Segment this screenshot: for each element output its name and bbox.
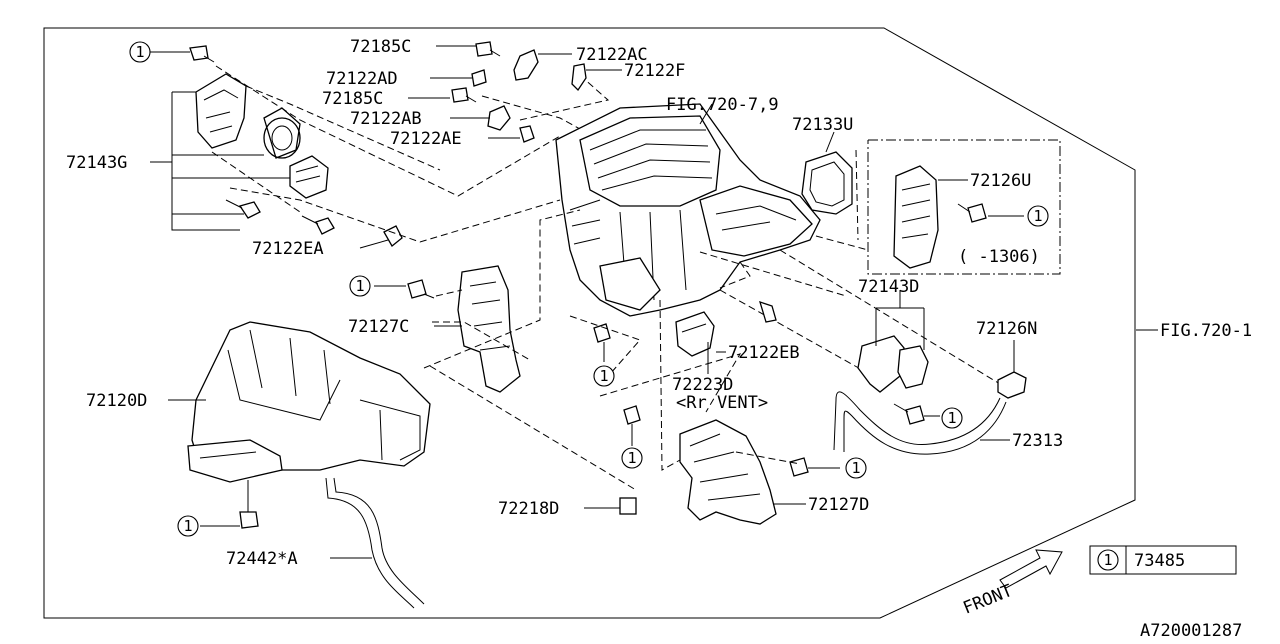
part-72120d-case (168, 321, 431, 483)
label-rr-vent: <Rr VENT> (676, 393, 768, 413)
label-72122eb[interactable]: 72122EB (728, 343, 800, 363)
ref-marker: 1 (177, 515, 199, 537)
part-72133u-seal (801, 131, 853, 215)
label-72126n[interactable]: 72126N (976, 319, 1037, 339)
svg-text:1: 1 (1033, 207, 1042, 225)
label-72218d[interactable]: 72218D (498, 499, 559, 519)
ref-markers: 1 1 1 1 1 1 1 1 (129, 41, 1049, 537)
diagram-frame (43, 27, 1136, 619)
label-72133u[interactable]: 72133U (792, 115, 853, 135)
label-72122ea[interactable]: 72122EA (252, 239, 324, 259)
legend-marker: 1 (1103, 551, 1112, 569)
guide-lines-bottom (429, 261, 801, 491)
label-72442a[interactable]: 72442*A (226, 549, 298, 569)
legend-part-number[interactable]: 73485 (1134, 551, 1185, 571)
front-arrow: FRONT (960, 549, 1063, 619)
label-72122ae[interactable]: 72122AE (390, 129, 462, 149)
label-72126u[interactable]: 72126U (970, 171, 1031, 191)
part-72442a-hose (325, 477, 425, 609)
front-label: FRONT (960, 581, 1015, 619)
label-72143d[interactable]: 72143D (858, 277, 919, 297)
part-72126u-group (867, 139, 1061, 275)
label-range-1306: ( -1306) (958, 247, 1040, 267)
label-72122ac[interactable]: 72122AC (576, 45, 648, 65)
ref-marker: 1 (349, 275, 371, 297)
part-72122-clips (471, 49, 587, 143)
legend-box: 1 73485 (1089, 545, 1237, 575)
drawing-id: A720001287 (1140, 621, 1242, 640)
ref-marker: 1 (593, 365, 615, 387)
svg-text:1: 1 (851, 459, 860, 477)
part-heater-unit (555, 103, 821, 317)
svg-text:1: 1 (183, 517, 192, 535)
svg-text:1: 1 (599, 367, 608, 385)
ref-marker: 1 (1027, 205, 1049, 227)
label-72120d[interactable]: 72120D (86, 391, 147, 411)
part-72127c-panel (374, 209, 581, 393)
ref-marker: 1 (941, 407, 963, 429)
label-72122f[interactable]: 72122F (624, 61, 685, 81)
part-72143d-actuator (857, 290, 929, 393)
svg-text:1: 1 (135, 43, 144, 61)
part-72218d-pad (584, 497, 637, 515)
part-72126n-sensor (997, 340, 1027, 399)
label-fig-720-1[interactable]: FIG.720-1 (1160, 321, 1252, 341)
label-72127c[interactable]: 72127C (348, 317, 409, 337)
label-fig-720-7-9[interactable]: FIG.720-7,9 (666, 95, 779, 115)
label-72185c-top[interactable]: 72185C (350, 37, 411, 57)
label-72127d[interactable]: 72127D (808, 495, 869, 515)
part-72223d-actuator (675, 311, 715, 374)
part-labels: 72185C 72122AC 72122AD 72122F 72185C 721… (66, 37, 1252, 569)
label-72122ab[interactable]: 72122AB (350, 109, 422, 129)
ref-marker: 1 (621, 447, 643, 469)
part-72313-hose (833, 391, 1010, 455)
leader-lines (359, 45, 1158, 353)
label-72143g[interactable]: 72143G (66, 153, 127, 173)
ref-marker: 1 (845, 457, 867, 479)
label-72223d[interactable]: 72223D (672, 375, 733, 395)
guide-lines-right (699, 149, 1001, 385)
label-72122ad[interactable]: 72122AD (326, 69, 398, 89)
part-screw-right (893, 403, 940, 425)
svg-text:1: 1 (355, 277, 364, 295)
ref-marker: 1 (129, 41, 151, 63)
part-72185c-screws (451, 41, 501, 103)
label-72313[interactable]: 72313 (1012, 431, 1063, 451)
part-72143g-group (150, 45, 403, 247)
label-72185c-mid[interactable]: 72185C (322, 89, 383, 109)
part-screws-center (593, 300, 777, 446)
svg-text:1: 1 (627, 449, 636, 467)
svg-text:1: 1 (947, 409, 956, 427)
part-bolt-bottom-left (200, 480, 259, 529)
